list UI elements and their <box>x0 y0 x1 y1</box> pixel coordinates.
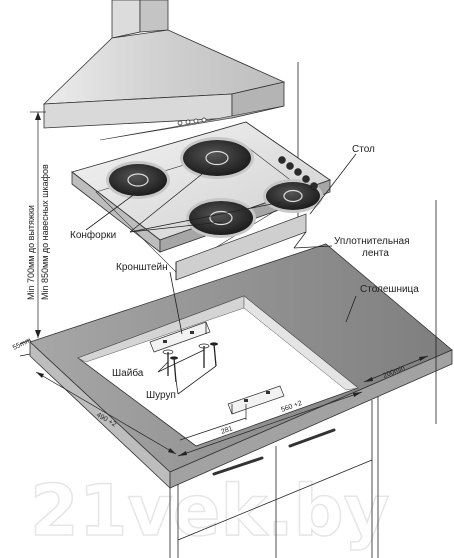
label-screw: Шуруп <box>146 390 176 401</box>
label-countertop: Столешница <box>360 284 419 295</box>
label-burners: Конфорки <box>70 229 116 241</box>
hood-control-buttons <box>177 117 207 126</box>
burner-back-left <box>106 161 170 199</box>
label-table: Стол <box>352 144 375 155</box>
cabinet <box>169 200 437 558</box>
min-hood-label: Min 700мм до вытяжки <box>26 205 36 300</box>
screws <box>162 342 218 383</box>
dim-thickness: 55mm <box>12 337 33 352</box>
burner-back-right <box>180 137 254 179</box>
drawer-handle-right <box>288 428 336 448</box>
bracket-right <box>227 385 285 415</box>
height-dimension: Min 700мм до вытяжки Min 850мм до навесн… <box>26 111 50 338</box>
label-sealing-tape-2: лента <box>362 248 389 259</box>
bracket-left <box>149 321 211 353</box>
burner-front-right <box>263 179 323 213</box>
label-sealing-tape-1: Уплотнительная <box>334 236 410 247</box>
min-cabinets-label: Min 850мм до навесных шкафов <box>40 164 50 300</box>
dimension-lines <box>19 339 429 457</box>
label-washer: Шайба <box>112 367 144 379</box>
control-knobs <box>278 156 318 190</box>
burner-front-left <box>186 198 256 238</box>
label-bracket: Кронштейн <box>116 262 168 273</box>
dim-offset: 281 <box>220 425 233 436</box>
hob <box>71 121 331 281</box>
countertop <box>29 243 453 489</box>
cooker-hood <box>42 0 286 141</box>
leader-lines <box>85 153 357 395</box>
drawer-handle-left <box>212 456 264 476</box>
watermark: 21vek.by <box>30 470 389 552</box>
